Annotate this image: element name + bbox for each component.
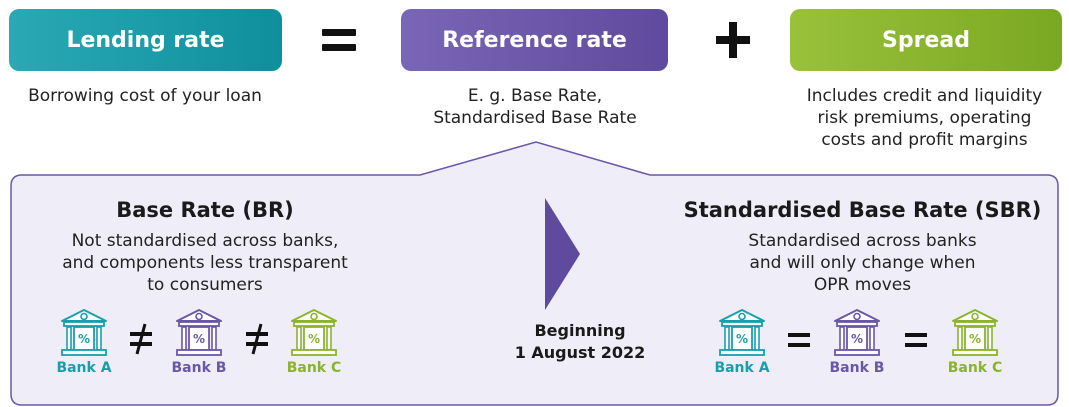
bank-label: Bank A bbox=[56, 360, 112, 376]
bank-label: Bank C bbox=[947, 360, 1003, 376]
reference-rate-label: Reference rate bbox=[442, 27, 627, 53]
equals-icon bbox=[904, 330, 928, 354]
svg-text:%: % bbox=[736, 332, 748, 346]
sbr-description: Standardised across banks and will only … bbox=[748, 231, 977, 295]
arrow-right-icon bbox=[545, 198, 580, 310]
lending-rate-caption: Borrowing cost of your loan bbox=[28, 86, 262, 106]
spread-label: Spread bbox=[882, 27, 970, 53]
sbr-bank-c: % Bank C bbox=[940, 308, 1010, 376]
base-rate-description: Not standardised across banks, and compo… bbox=[62, 231, 348, 295]
equals-operator bbox=[322, 26, 356, 56]
svg-text:%: % bbox=[78, 332, 90, 346]
sbr-bank-b: % Bank B bbox=[822, 308, 892, 376]
bank-icon: % bbox=[834, 309, 880, 356]
svg-text:%: % bbox=[851, 332, 863, 346]
bank-label: Bank A bbox=[714, 360, 770, 376]
sbr-title: Standardised Base Rate (SBR) bbox=[683, 198, 1042, 222]
br-bank-a: % Bank A bbox=[49, 308, 119, 376]
bank-label: Bank C bbox=[286, 360, 342, 376]
bank-icon: % bbox=[176, 309, 222, 356]
bank-icon: % bbox=[952, 309, 998, 356]
bank-icon: % bbox=[61, 309, 107, 356]
base-rate-title: Base Rate (BR) bbox=[116, 198, 294, 222]
effective-date-label: Beginning 1 August 2022 bbox=[514, 321, 646, 362]
svg-text:%: % bbox=[308, 332, 320, 346]
equals-icon bbox=[787, 330, 811, 354]
sbr-bank-a: % Bank A bbox=[707, 308, 777, 376]
br-bank-b: % Bank B bbox=[164, 308, 234, 376]
not-equal-icon bbox=[244, 322, 270, 360]
bank-icon: % bbox=[719, 309, 765, 356]
spread-pill: Spread bbox=[790, 9, 1062, 71]
reference-rate-pill: Reference rate bbox=[401, 9, 668, 71]
bank-label: Bank B bbox=[829, 360, 885, 376]
svg-text:%: % bbox=[969, 332, 981, 346]
plus-operator bbox=[716, 22, 750, 58]
bank-icon: % bbox=[291, 309, 337, 356]
bank-label: Bank B bbox=[171, 360, 227, 376]
lending-rate-label: Lending rate bbox=[66, 27, 225, 53]
br-bank-c: % Bank C bbox=[279, 308, 349, 376]
spread-caption: Includes credit and liquidity risk premi… bbox=[806, 86, 1043, 150]
not-equal-icon bbox=[128, 322, 154, 360]
reference-rate-caption: E. g. Base Rate, Standardised Base Rate bbox=[433, 86, 637, 128]
svg-text:%: % bbox=[193, 332, 205, 346]
lending-rate-pill: Lending rate bbox=[9, 9, 282, 71]
